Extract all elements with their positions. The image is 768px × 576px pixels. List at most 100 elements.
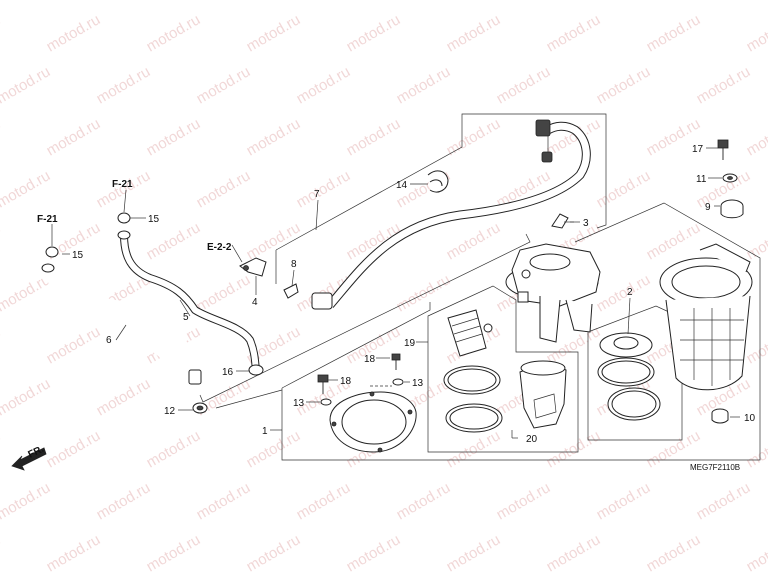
- watermark-text: motod.ru: [744, 11, 768, 55]
- watermark-text: motod.ru: [694, 0, 754, 3]
- part-label-3: 3: [583, 218, 589, 229]
- part-label-8: 8: [291, 259, 297, 270]
- watermark-text: motod.ru: [494, 0, 554, 3]
- watermark-text: motod.ru: [444, 427, 504, 471]
- front-marker-label: FR.: [26, 444, 45, 461]
- bracket-4: [239, 257, 267, 277]
- reference-f21-top[interactable]: F-21: [112, 179, 133, 190]
- reference-f21-left[interactable]: F-21: [37, 214, 58, 225]
- part-label-13a: 13: [293, 398, 305, 409]
- clamp-14: [427, 170, 449, 193]
- watermark-text: motod.ru: [394, 63, 454, 107]
- fuel-strainer-canister: [659, 243, 753, 391]
- fuel-hose-5: [117, 230, 260, 371]
- watermark-text: motod.ru: [344, 115, 404, 159]
- watermark-text: motod.ru: [294, 63, 354, 107]
- part-label-18b: 18: [364, 354, 376, 365]
- part-label-18a: 18: [340, 376, 352, 387]
- part-label-7: 7: [314, 189, 320, 200]
- bolt-17: [717, 139, 729, 160]
- watermark-text: motod.ru: [144, 219, 204, 263]
- watermark-text: motod.ru: [344, 531, 404, 575]
- watermark-text: motod.ru: [0, 427, 3, 471]
- watermark-text: motod.ru: [94, 0, 154, 3]
- part-label-2: 2: [627, 287, 633, 298]
- watermark-text: motod.ru: [644, 219, 704, 263]
- part-label-1: 1: [262, 426, 268, 437]
- watermark-text: motod.ru: [144, 531, 204, 575]
- mounting-flange: [329, 391, 417, 453]
- watermark-text: motod.ru: [494, 479, 554, 523]
- part-label-15b: 15: [148, 214, 160, 225]
- watermark-text: motod.ru: [144, 115, 204, 159]
- part-label-13b: 13: [412, 378, 424, 389]
- watermark-text: motod.ru: [394, 479, 454, 523]
- part-label-5: 5: [183, 312, 189, 323]
- reference-e22[interactable]: E-2-2: [207, 242, 232, 253]
- part-label-20: 20: [526, 434, 538, 445]
- watermark-text: motod.ru: [244, 219, 304, 263]
- watermark-text: motod.ru: [144, 11, 204, 55]
- watermark-text: motod.ru: [294, 0, 354, 3]
- watermark-text: motod.ru: [594, 0, 654, 3]
- watermark-text: motod.ru: [0, 479, 53, 523]
- watermark-text: motod.ru: [594, 63, 654, 107]
- watermark-text: motod.ru: [644, 11, 704, 55]
- watermark-text: motod.ru: [44, 427, 104, 471]
- watermark-text: motod.ru: [0, 323, 3, 367]
- watermark-text: motod.ru: [194, 0, 254, 3]
- watermark-text: motod.ru: [0, 63, 53, 107]
- pressure-regulator-2: [597, 332, 661, 421]
- watermark-text: motod.ru: [544, 427, 604, 471]
- o-rings: [443, 365, 503, 433]
- filter-element-19: [447, 309, 493, 357]
- watermark-text: motod.ru: [0, 115, 3, 159]
- watermark-text: motod.ru: [244, 427, 304, 471]
- assembly-outline-1: [199, 202, 761, 461]
- watermark-text: motod.ru: [594, 479, 654, 523]
- clamp-12: [192, 402, 208, 414]
- front-arrow-icon: [11, 447, 47, 471]
- watermark-text: motod.ru: [294, 479, 354, 523]
- washer-13a: [320, 398, 332, 406]
- watermark-text: motod.ru: [444, 531, 504, 575]
- watermark-text: motod.ru: [44, 11, 104, 55]
- part-label-16: 16: [222, 367, 234, 378]
- watermark-text: motod.ru: [744, 115, 768, 159]
- part-label-17: 17: [692, 144, 704, 155]
- assembly-outline-19: [427, 285, 579, 453]
- watermark-text: motod.ru: [0, 11, 3, 55]
- watermark-text: motod.ru: [294, 167, 354, 211]
- watermark-text: motod.ru: [544, 531, 604, 575]
- washer-13b: [392, 378, 404, 386]
- watermark-text: motod.ru: [94, 63, 154, 107]
- watermark-text: motod.ru: [0, 0, 53, 3]
- watermark-text: motod.ru: [244, 11, 304, 55]
- watermark-text: motod.ru: [0, 375, 53, 419]
- watermark-text: motod.ru: [544, 11, 604, 55]
- watermark-text: motod.ru: [344, 11, 404, 55]
- watermark-text: motod.ru: [94, 479, 154, 523]
- watermark-text: motod.ru: [0, 271, 53, 315]
- watermark-text: motod.ru: [744, 323, 768, 367]
- watermark-text: motod.ru: [194, 479, 254, 523]
- watermark-text: motod.ru: [544, 115, 604, 159]
- part-label-6: 6: [106, 335, 112, 346]
- part-label-15a: 15: [72, 250, 84, 261]
- watermark-text: motod.ru: [444, 115, 504, 159]
- watermark-text: motod.ru: [694, 479, 754, 523]
- watermark-text: motod.ru: [44, 115, 104, 159]
- watermark-text: motod.ru: [0, 167, 53, 211]
- fuel-hose-7: [311, 119, 591, 310]
- clamp-16: [248, 364, 264, 376]
- watermark-text: motod.ru: [594, 167, 654, 211]
- watermark-text: motod.ru: [44, 531, 104, 575]
- watermark-text: motod.ru: [194, 271, 254, 315]
- watermark-text: motod.ru: [194, 63, 254, 107]
- labels: F-21 F-21 E-2-2 15 15 6 5 16 12 4 8 7 14…: [26, 144, 755, 472]
- part-label-10: 10: [744, 413, 756, 424]
- watermark-text: motod.ru: [444, 219, 504, 263]
- watermark-text: motod.ru: [744, 219, 768, 263]
